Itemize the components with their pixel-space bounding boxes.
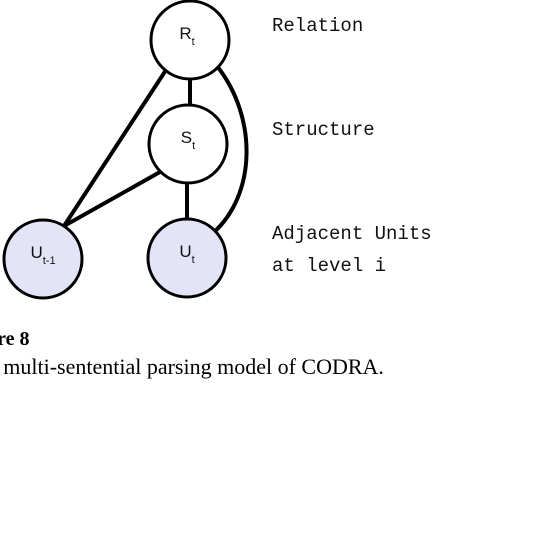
figure-caption-text: e multi-sentential parsing model of CODR… [0, 354, 384, 379]
edge-relation-unit-prev [62, 68, 168, 228]
svg-text:Ut-1: Ut-1 [30, 243, 55, 267]
node-unit-prev-label: U [30, 243, 42, 262]
node-unit-cur: Ut [146, 217, 228, 299]
node-relation: Rt [149, 0, 231, 81]
parsing-model-diagram: Rt St Ut-1 Ut [2, 0, 249, 300]
edge-relation-unit-cur [211, 64, 249, 235]
edges [62, 64, 249, 235]
svg-text:St: St [181, 128, 195, 152]
relation-label: Relation [272, 15, 364, 37]
edge-structure-unit-prev [63, 170, 161, 228]
node-structure-subscript: t [192, 140, 195, 152]
node-unit-cur-subscript: t [192, 254, 195, 266]
figure-caption-title: ure 8 [0, 328, 30, 350]
adjacent-units-label: Adjacent Units [272, 223, 432, 245]
svg-text:Rt: Rt [179, 24, 194, 48]
node-structure-label: S [181, 128, 192, 147]
node-relation-label: R [179, 24, 191, 43]
node-unit-prev-subscript: t-1 [43, 255, 56, 267]
node-unit-cur-label: U [179, 242, 191, 261]
svg-text:Ut: Ut [179, 242, 194, 266]
node-unit-prev: Ut-1 [2, 218, 84, 300]
level-label: at level i [272, 255, 387, 277]
node-relation-subscript: t [192, 36, 195, 48]
structure-label: Structure [272, 119, 375, 141]
node-structure: St [147, 103, 229, 185]
